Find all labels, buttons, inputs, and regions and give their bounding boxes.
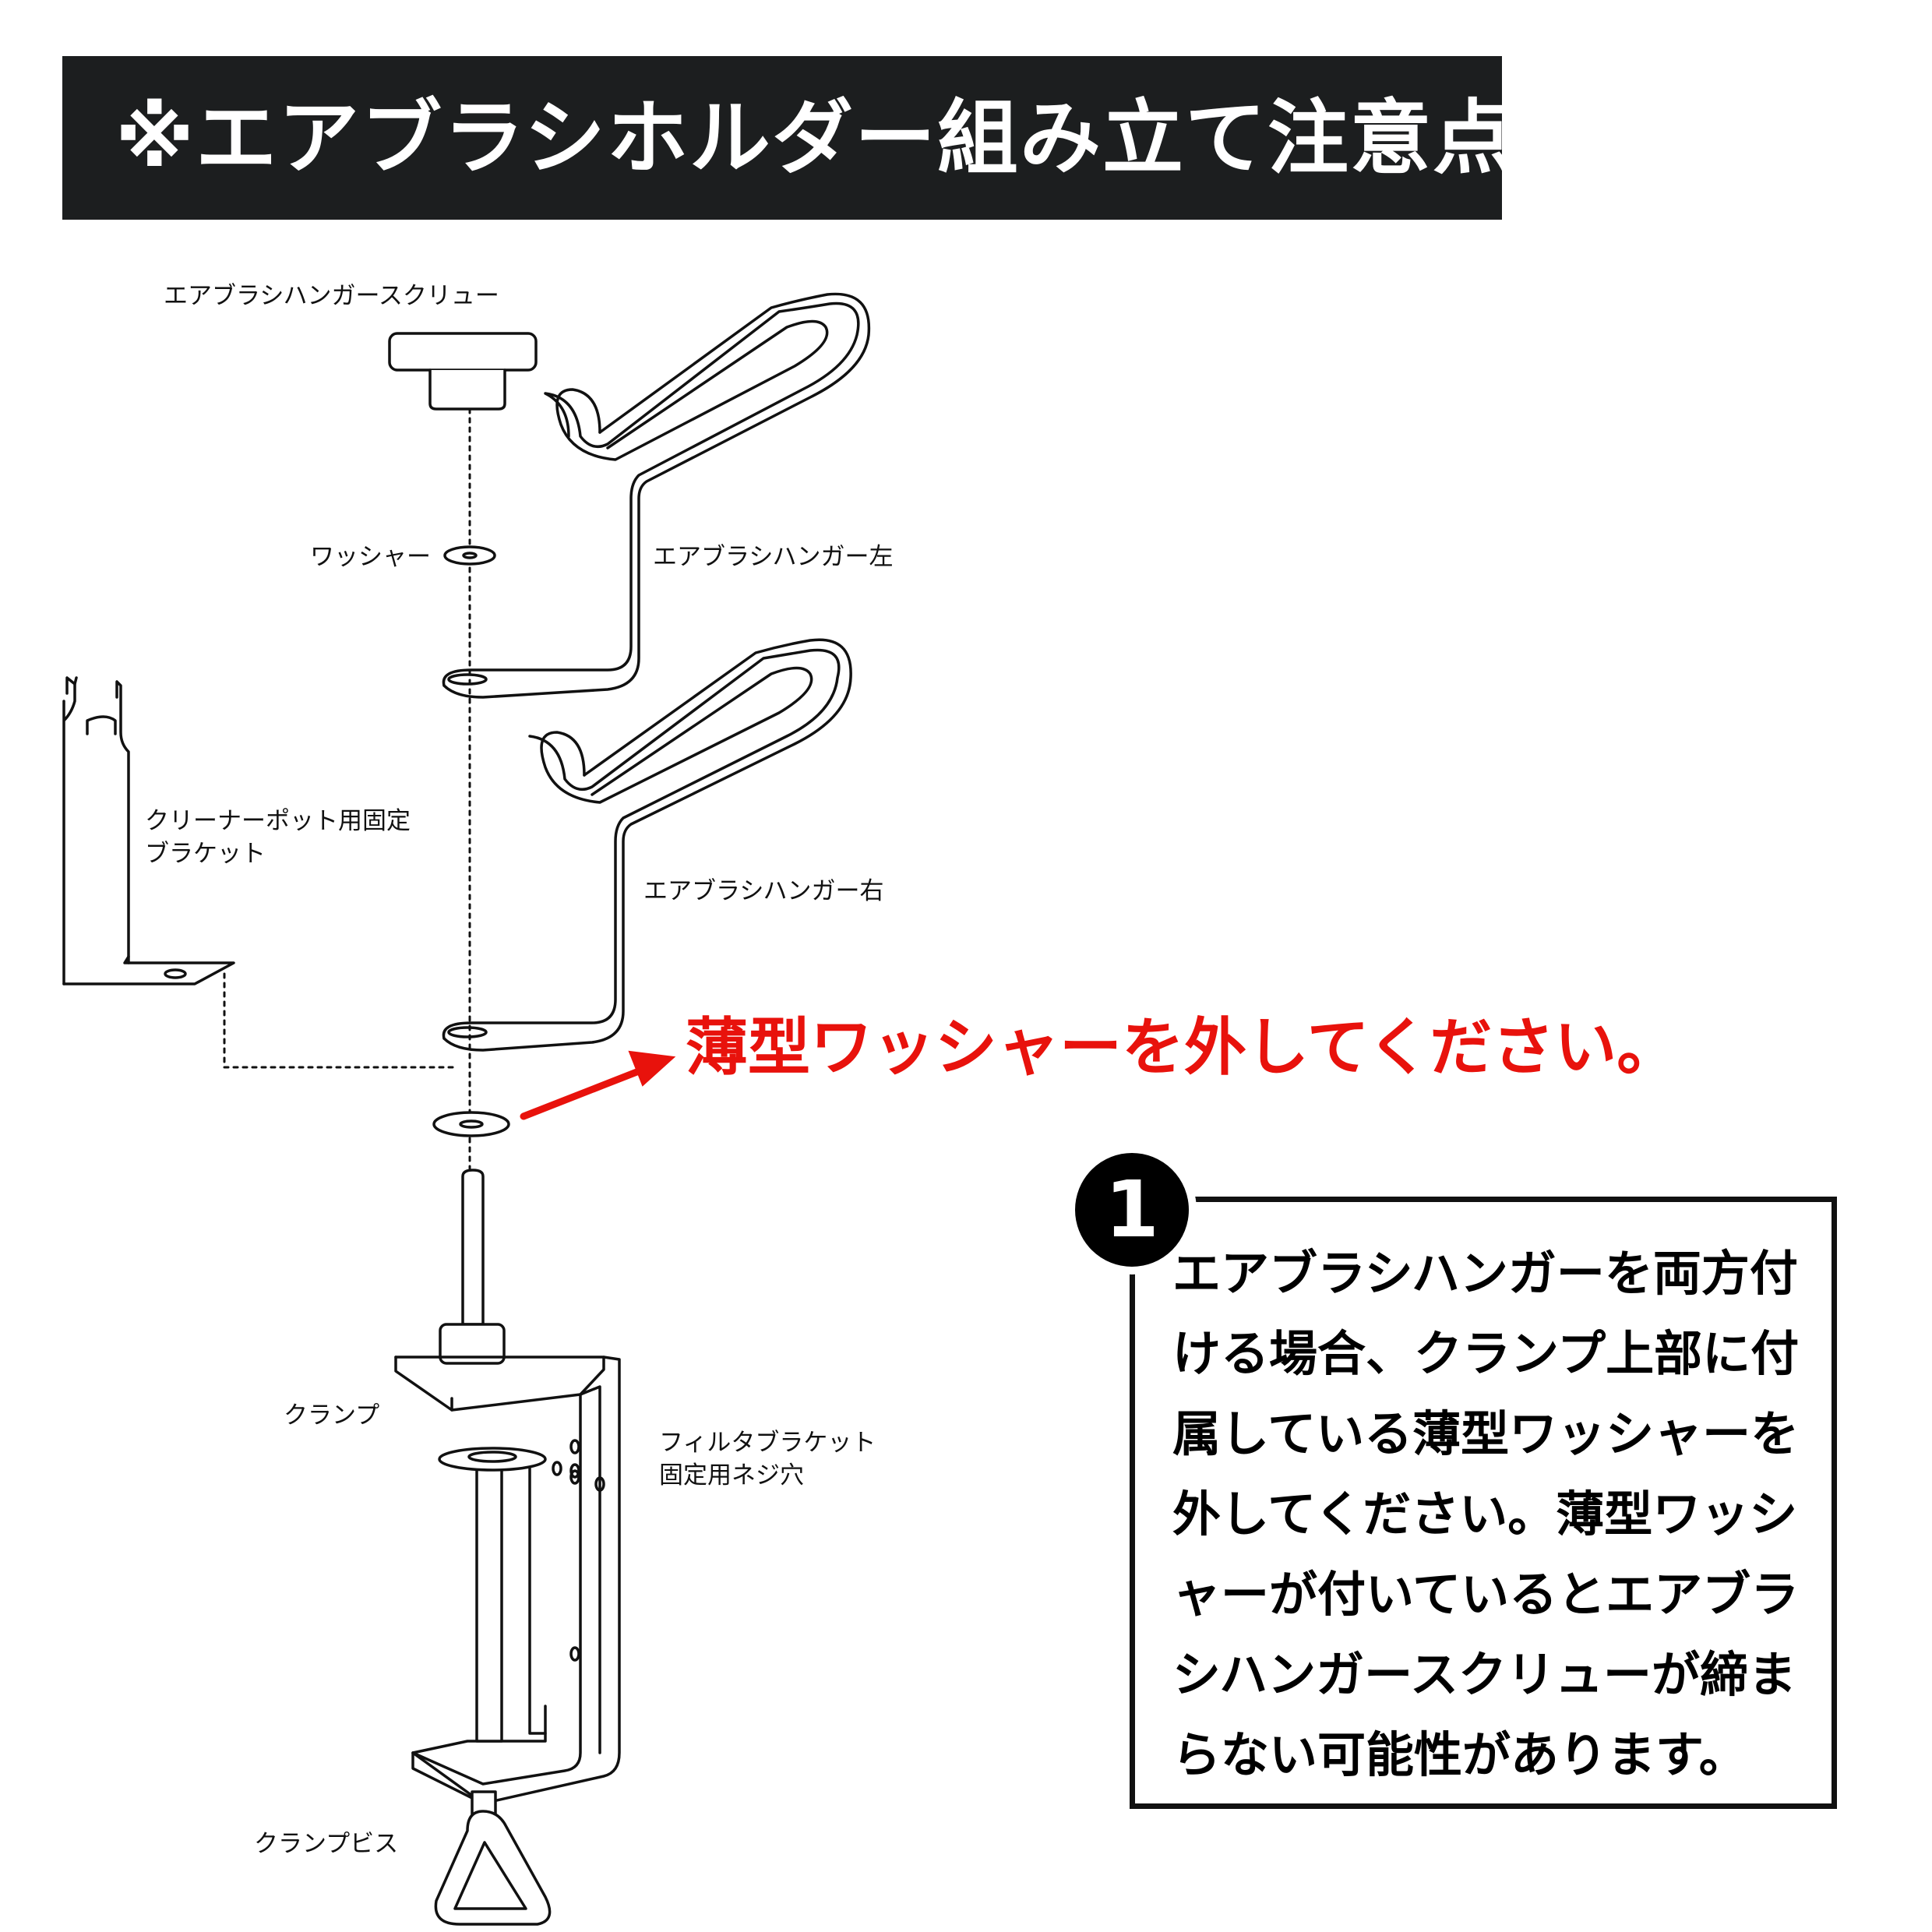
label-hanger-right: エアブラシハンガー右	[643, 877, 884, 905]
label-cleaner-bracket-1: クリーナーポット用固定	[145, 807, 411, 835]
header-bar: ※エアブラシホルダー組み立て注意点	[62, 56, 1514, 220]
hanger-right-part	[442, 638, 852, 1052]
label-hanger-screw: エアブラシハンガースクリュー	[164, 282, 499, 310]
bracket-connector-line	[223, 972, 457, 1069]
label-hanger-left: エアブラシハンガー左	[653, 543, 894, 571]
clamp-body-part	[394, 1356, 621, 1828]
thin-washer-part	[432, 1111, 510, 1137]
label-clamp-screw: クランプビス	[254, 1830, 399, 1858]
warning-arrow	[520, 1050, 676, 1120]
hanger-left-part	[442, 292, 871, 699]
hanger-screw-part	[388, 332, 538, 411]
note-text: エアブラシハンガーを両方付ける場合、クランプ上部に付属している薄型ワッシャーを外…	[1172, 1245, 1800, 1783]
warning-text: 薄型ワッシャーを外してください。	[686, 1011, 1680, 1084]
label-filter-bracket-1: フィルタブラケット	[659, 1429, 876, 1457]
label-filter-bracket-2: 固定用ネジ穴	[659, 1461, 804, 1490]
page-title: ※エアブラシホルダー組み立て注意点	[115, 90, 1516, 185]
label-clamp: クランプ	[284, 1401, 380, 1430]
cleaner-pot-bracket-part	[62, 676, 235, 985]
washer-top-part	[443, 545, 496, 566]
label-washer: ワッシャー	[310, 543, 431, 571]
note-box: エアブラシハンガーを両方付ける場合、クランプ上部に付属している薄型ワッシャーを外…	[1130, 1197, 1837, 1809]
label-cleaner-bracket-2: ブラケット	[145, 840, 266, 868]
step-number-badge: 1	[1067, 1145, 1197, 1274]
clamp-rod-part	[439, 1169, 506, 1365]
clamp-screw-part	[434, 1810, 552, 1926]
